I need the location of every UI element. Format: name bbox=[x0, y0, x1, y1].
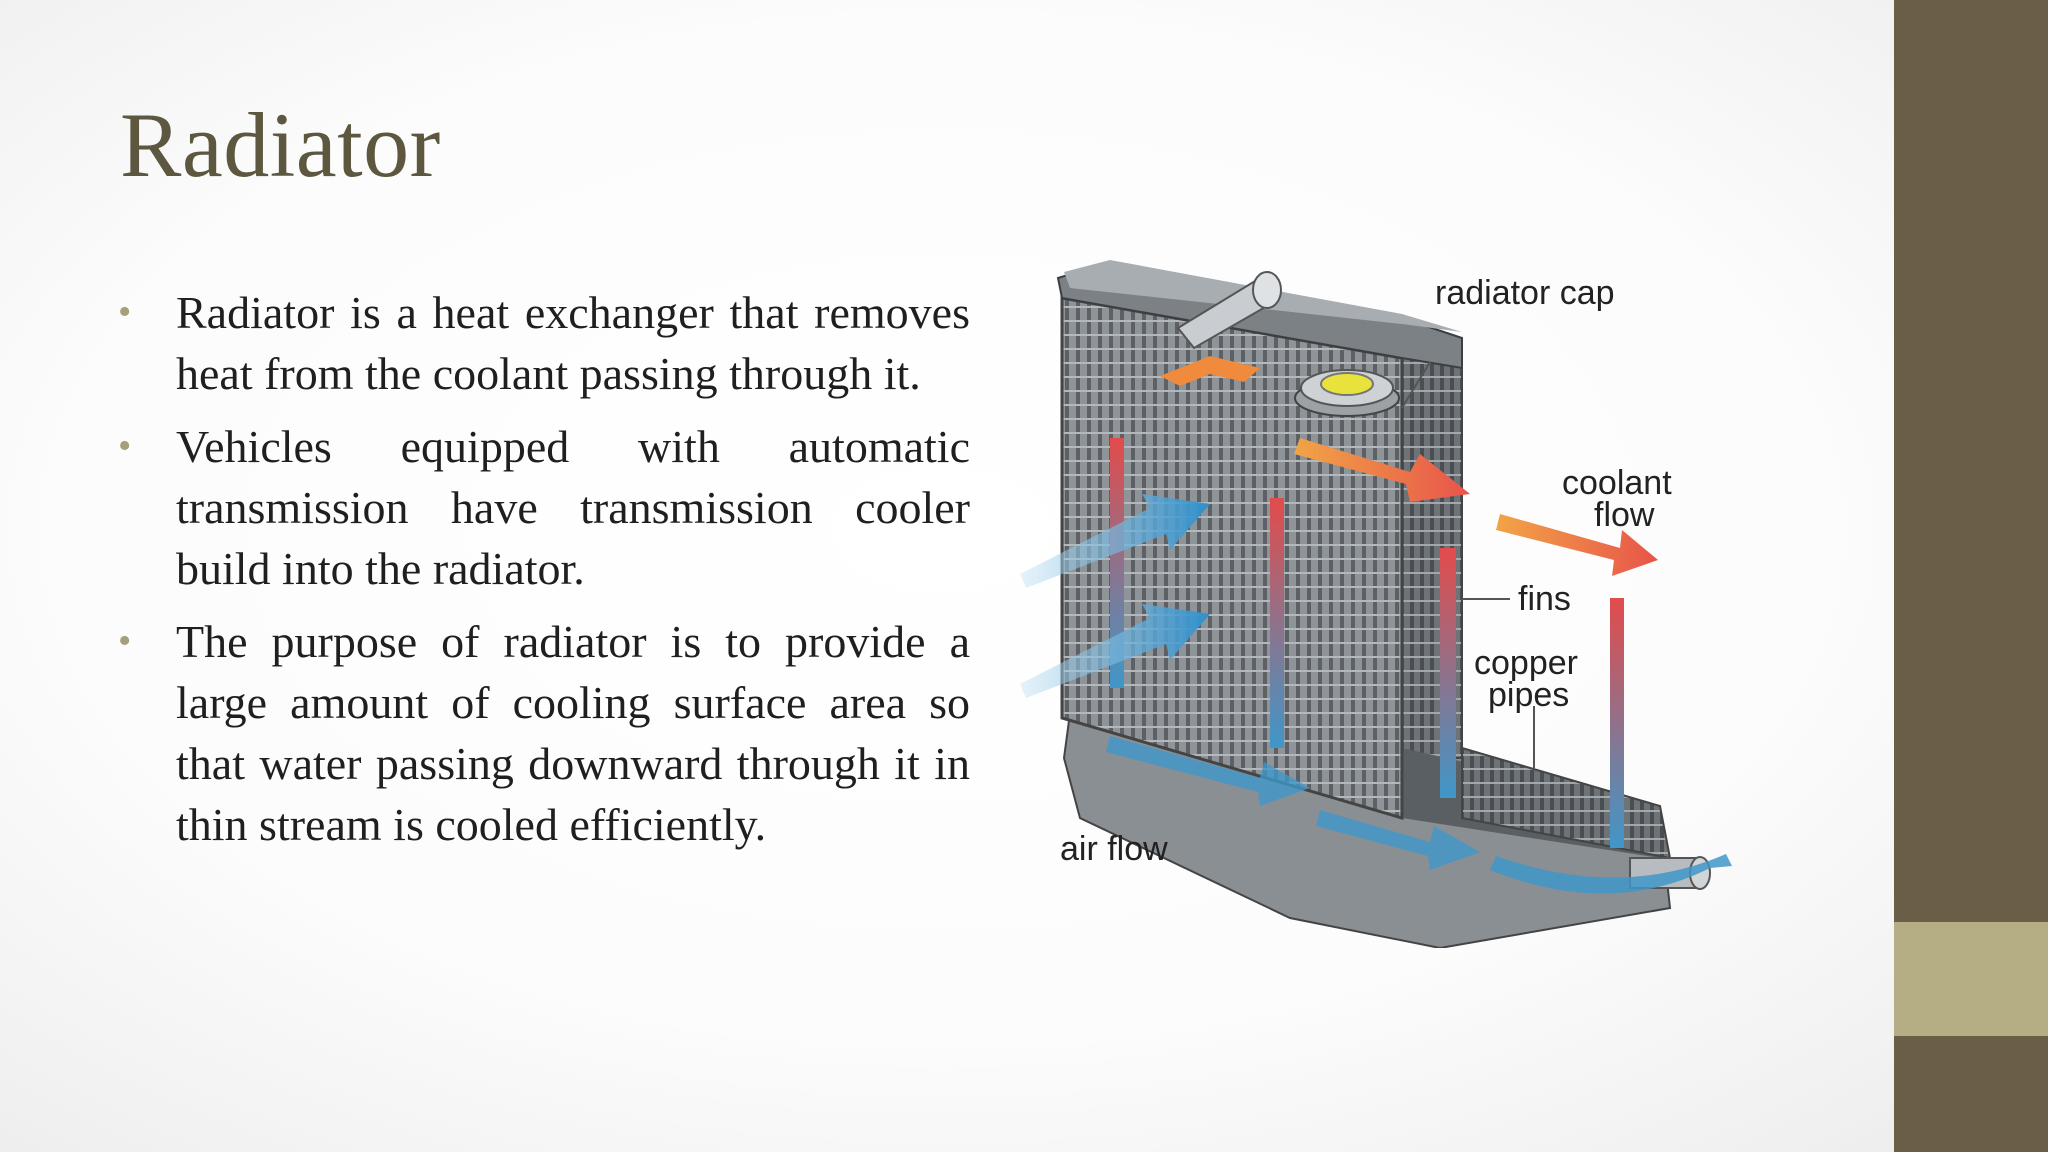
bullet-text: The purpose of radiator is to provide a … bbox=[176, 616, 970, 850]
label-air-flow: air flow bbox=[1060, 830, 1168, 868]
air-flow-arrows bbox=[1020, 494, 1732, 894]
bullet-icon: • bbox=[118, 291, 132, 333]
bullet-item: • Radiator is a heat exchanger that remo… bbox=[118, 282, 970, 404]
radiator-diagram: radiator cap coolant flow fins copper pi… bbox=[1020, 260, 1732, 948]
bullet-list: • Radiator is a heat exchanger that remo… bbox=[118, 282, 970, 867]
label-coolant-flow-2: flow bbox=[1594, 496, 1655, 534]
label-leaders bbox=[1401, 361, 1535, 768]
label-coolant-flow: coolant bbox=[1562, 464, 1672, 502]
radiator-body bbox=[1056, 260, 1711, 948]
bullet-icon: • bbox=[118, 620, 132, 662]
radiator-cap-icon bbox=[1294, 369, 1400, 417]
bullet-item: • Vehicles equipped with automatic trans… bbox=[118, 416, 970, 599]
label-radiator-cap: radiator cap bbox=[1435, 274, 1615, 312]
bullet-item: • The purpose of radiator is to provide … bbox=[118, 611, 970, 855]
side-band-accent bbox=[1894, 922, 2048, 1036]
label-copper-pipes-2: pipes bbox=[1488, 676, 1569, 714]
slide-title: Radiator bbox=[120, 94, 441, 196]
bullet-icon: • bbox=[118, 425, 132, 467]
coolant-flow-arrows bbox=[1110, 356, 1658, 848]
label-fins: fins bbox=[1518, 580, 1571, 618]
label-copper-pipes: copper bbox=[1474, 644, 1578, 682]
bullet-text: Radiator is a heat exchanger that remove… bbox=[176, 287, 970, 399]
bullet-text: Vehicles equipped with automatic transmi… bbox=[176, 421, 970, 594]
